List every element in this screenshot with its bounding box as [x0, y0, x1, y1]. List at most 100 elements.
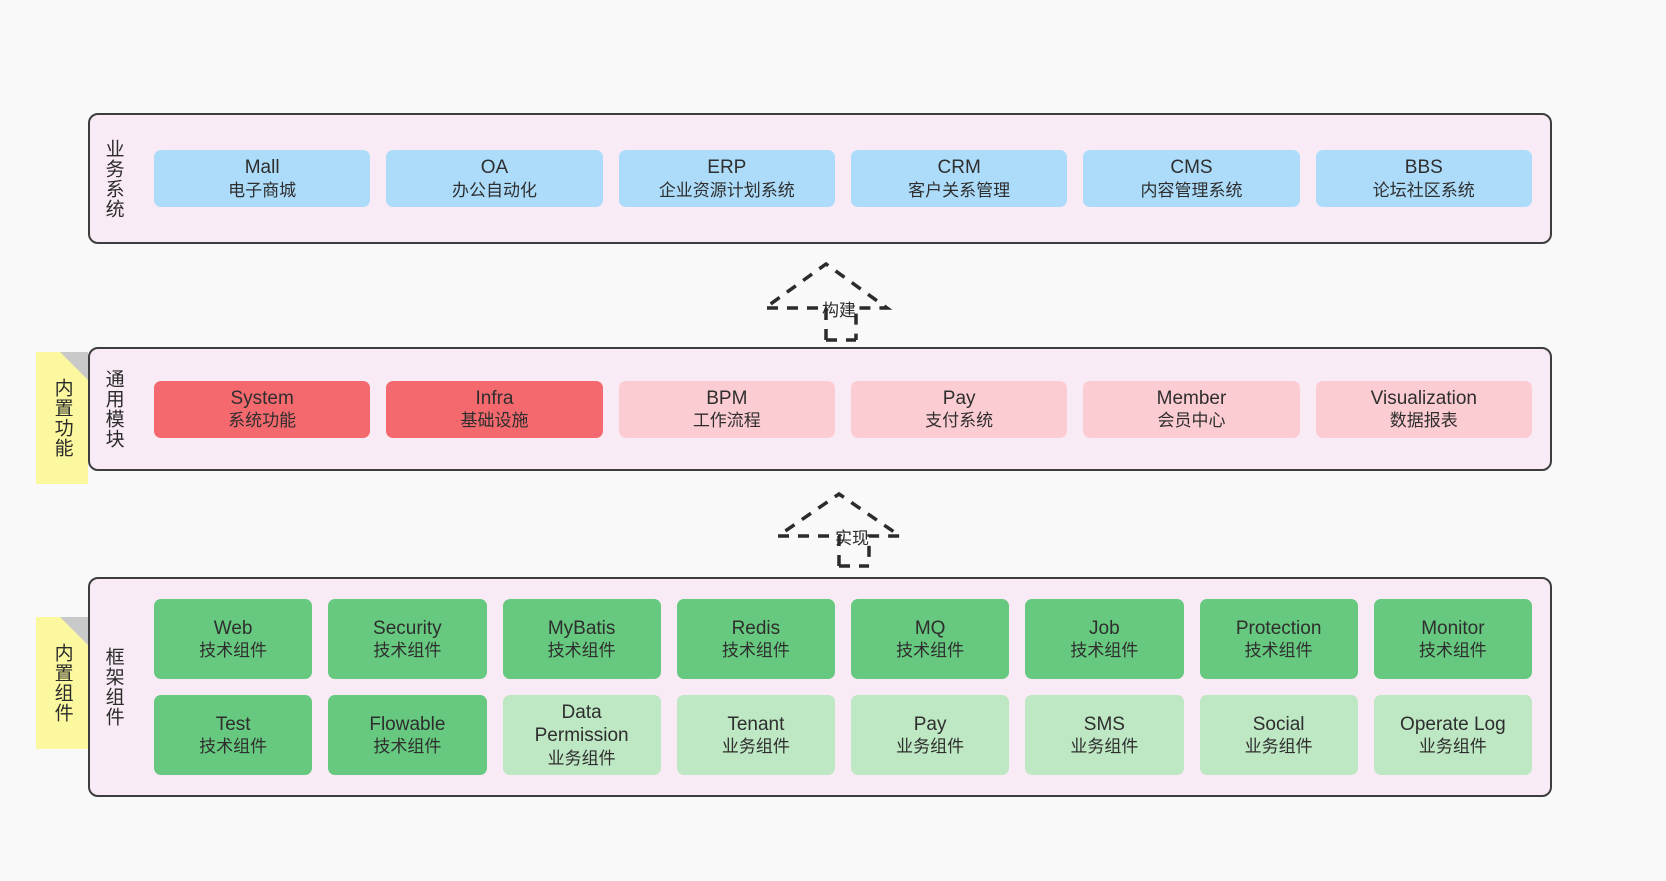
node-title: ERP	[707, 157, 747, 178]
node-subtitle: 技术组件	[1070, 641, 1139, 661]
node-subtitle: 技术组件	[547, 641, 616, 661]
layer-body-common-modules: System 系统功能 Infra 基础设施 BPM 工作流程 Pay 支付系统…	[136, 349, 1550, 469]
connector-build-label: 构建	[822, 301, 856, 320]
node-subtitle: 业务组件	[547, 749, 616, 769]
build-arrow-icon	[759, 261, 893, 342]
layer-body-framework-components: Web 技术组件 Security 技术组件 MyBatis 技术组件 Redi…	[136, 579, 1550, 795]
node-bbs[interactable]: BBS 论坛社区系统	[1315, 150, 1532, 207]
layer-business-systems: 业务系统 Mall 电子商城 OA 办公自动化 ERP 企业资源计划系统 CRM…	[88, 113, 1552, 244]
node-title: Protection	[1235, 617, 1322, 639]
node-title: Security	[373, 617, 442, 639]
node-title: Infra	[475, 387, 514, 409]
node-operate-log[interactable]: Operate Log 业务组件	[1373, 695, 1532, 775]
node-subtitle: 内容管理系统	[1140, 180, 1243, 200]
node-system[interactable]: System 系统功能	[154, 380, 371, 438]
node-pay-module[interactable]: Pay 支付系统	[850, 380, 1068, 438]
node-subtitle: 工作流程	[692, 411, 761, 431]
node-subtitle: 系统功能	[228, 411, 297, 431]
node-crm[interactable]: CRM 客户关系管理	[850, 150, 1068, 207]
node-subtitle: 技术组件	[896, 641, 965, 661]
node-redis[interactable]: Redis 技术组件	[676, 599, 835, 679]
node-subtitle: 客户关系管理	[908, 180, 1011, 200]
node-title: CMS	[1170, 157, 1213, 178]
node-protection[interactable]: Protection 技术组件	[1199, 599, 1358, 679]
connector-build: 构建	[759, 261, 910, 350]
note-label: 内置功能	[51, 378, 73, 458]
node-subtitle: 电子商城	[228, 180, 297, 200]
node-subtitle: 技术组件	[1418, 641, 1487, 661]
node-subtitle: 论坛社区系统	[1372, 180, 1475, 200]
node-mybatis[interactable]: MyBatis 技术组件	[502, 599, 661, 679]
node-erp[interactable]: ERP 企业资源计划系统	[618, 150, 835, 207]
node-title: Tenant	[727, 713, 785, 735]
node-row: Mall 电子商城 OA 办公自动化 ERP 企业资源计划系统 CRM 客户关系…	[154, 150, 1532, 207]
node-title: Mall	[244, 157, 280, 178]
node-title: Operate Log	[1400, 713, 1506, 735]
layer-framework-components: 框架组件 Web 技术组件 Security 技术组件 MyBatis 技术组件…	[88, 577, 1552, 797]
node-infra[interactable]: Infra 基础设施	[386, 380, 603, 438]
node-cms[interactable]: CMS 内容管理系统	[1083, 150, 1300, 207]
node-test[interactable]: Test 技术组件	[154, 695, 313, 775]
node-pay-component[interactable]: Pay 业务组件	[851, 695, 1010, 775]
node-subtitle: 技术组件	[199, 737, 268, 757]
node-title: BBS	[1404, 157, 1443, 178]
node-visualization[interactable]: Visualization 数据报表	[1315, 380, 1532, 438]
node-subtitle: 数据报表	[1389, 411, 1458, 431]
implement-arrow-icon	[772, 491, 906, 568]
node-title: Social	[1252, 713, 1305, 735]
node-title: OA	[480, 157, 509, 178]
node-job[interactable]: Job 技术组件	[1025, 599, 1184, 679]
connector-implement: 实现	[772, 491, 923, 574]
node-row: System 系统功能 Infra 基础设施 BPM 工作流程 Pay 支付系统…	[154, 380, 1532, 438]
note-builtin-components: 内置组件	[36, 617, 88, 749]
node-security[interactable]: Security 技术组件	[328, 599, 487, 679]
node-subtitle: 会员中心	[1157, 411, 1226, 431]
node-subtitle: 业务组件	[1070, 737, 1139, 757]
node-title: System	[230, 387, 294, 409]
node-title: CRM	[937, 157, 981, 178]
node-subtitle: 支付系统	[925, 411, 994, 431]
node-social[interactable]: Social 业务组件	[1199, 695, 1358, 775]
node-title: SMS	[1083, 713, 1125, 735]
node-title: MyBatis	[547, 617, 616, 639]
node-subtitle: 企业资源计划系统	[658, 180, 795, 200]
node-flowable[interactable]: Flowable 技术组件	[328, 695, 487, 775]
layer-label-common-modules: 通用模块	[102, 369, 124, 449]
node-subtitle: 业务组件	[1244, 737, 1313, 757]
node-oa[interactable]: OA 办公自动化	[386, 150, 603, 207]
node-subtitle: 技术组件	[1244, 641, 1313, 661]
node-subtitle: 技术组件	[373, 737, 442, 757]
node-subtitle: 业务组件	[896, 737, 965, 757]
node-tenant[interactable]: Tenant 业务组件	[676, 695, 835, 775]
node-subtitle: 业务组件	[1418, 737, 1487, 757]
node-title: Pay	[913, 713, 947, 735]
node-title: Member	[1156, 387, 1227, 409]
node-title: Monitor	[1421, 617, 1485, 639]
note-builtin-features: 内置功能	[36, 352, 88, 484]
node-mq[interactable]: MQ 技术组件	[851, 599, 1010, 679]
layer-label-framework-components: 框架组件	[102, 647, 124, 727]
node-title: Flowable	[369, 713, 446, 735]
node-sms[interactable]: SMS 业务组件	[1025, 695, 1184, 775]
node-subtitle: 基础设施	[460, 411, 529, 431]
node-data-permission[interactable]: Data Permission 业务组件	[502, 695, 661, 775]
node-bpm[interactable]: BPM 工作流程	[618, 380, 835, 438]
node-title: Data Permission	[534, 701, 629, 747]
node-monitor[interactable]: Monitor 技术组件	[1373, 599, 1532, 679]
node-title: Job	[1089, 617, 1120, 639]
connector-implement-label: 实现	[835, 529, 869, 548]
node-web[interactable]: Web 技术组件	[154, 599, 313, 679]
node-row: Test 技术组件 Flowable 技术组件 Data Permission …	[154, 695, 1532, 775]
node-title: Redis	[731, 617, 781, 639]
node-row: Web 技术组件 Security 技术组件 MyBatis 技术组件 Redi…	[154, 599, 1532, 679]
layer-body-business-systems: Mall 电子商城 OA 办公自动化 ERP 企业资源计划系统 CRM 客户关系…	[136, 115, 1550, 242]
layer-label-business-systems: 业务系统	[102, 138, 124, 219]
node-mall[interactable]: Mall 电子商城	[154, 150, 371, 207]
node-subtitle: 技术组件	[373, 641, 442, 661]
node-subtitle: 技术组件	[199, 641, 268, 661]
node-title: Visualization	[1370, 387, 1477, 409]
node-subtitle: 技术组件	[721, 641, 790, 661]
node-member[interactable]: Member 会员中心	[1083, 380, 1300, 438]
node-title: Test	[215, 713, 251, 735]
